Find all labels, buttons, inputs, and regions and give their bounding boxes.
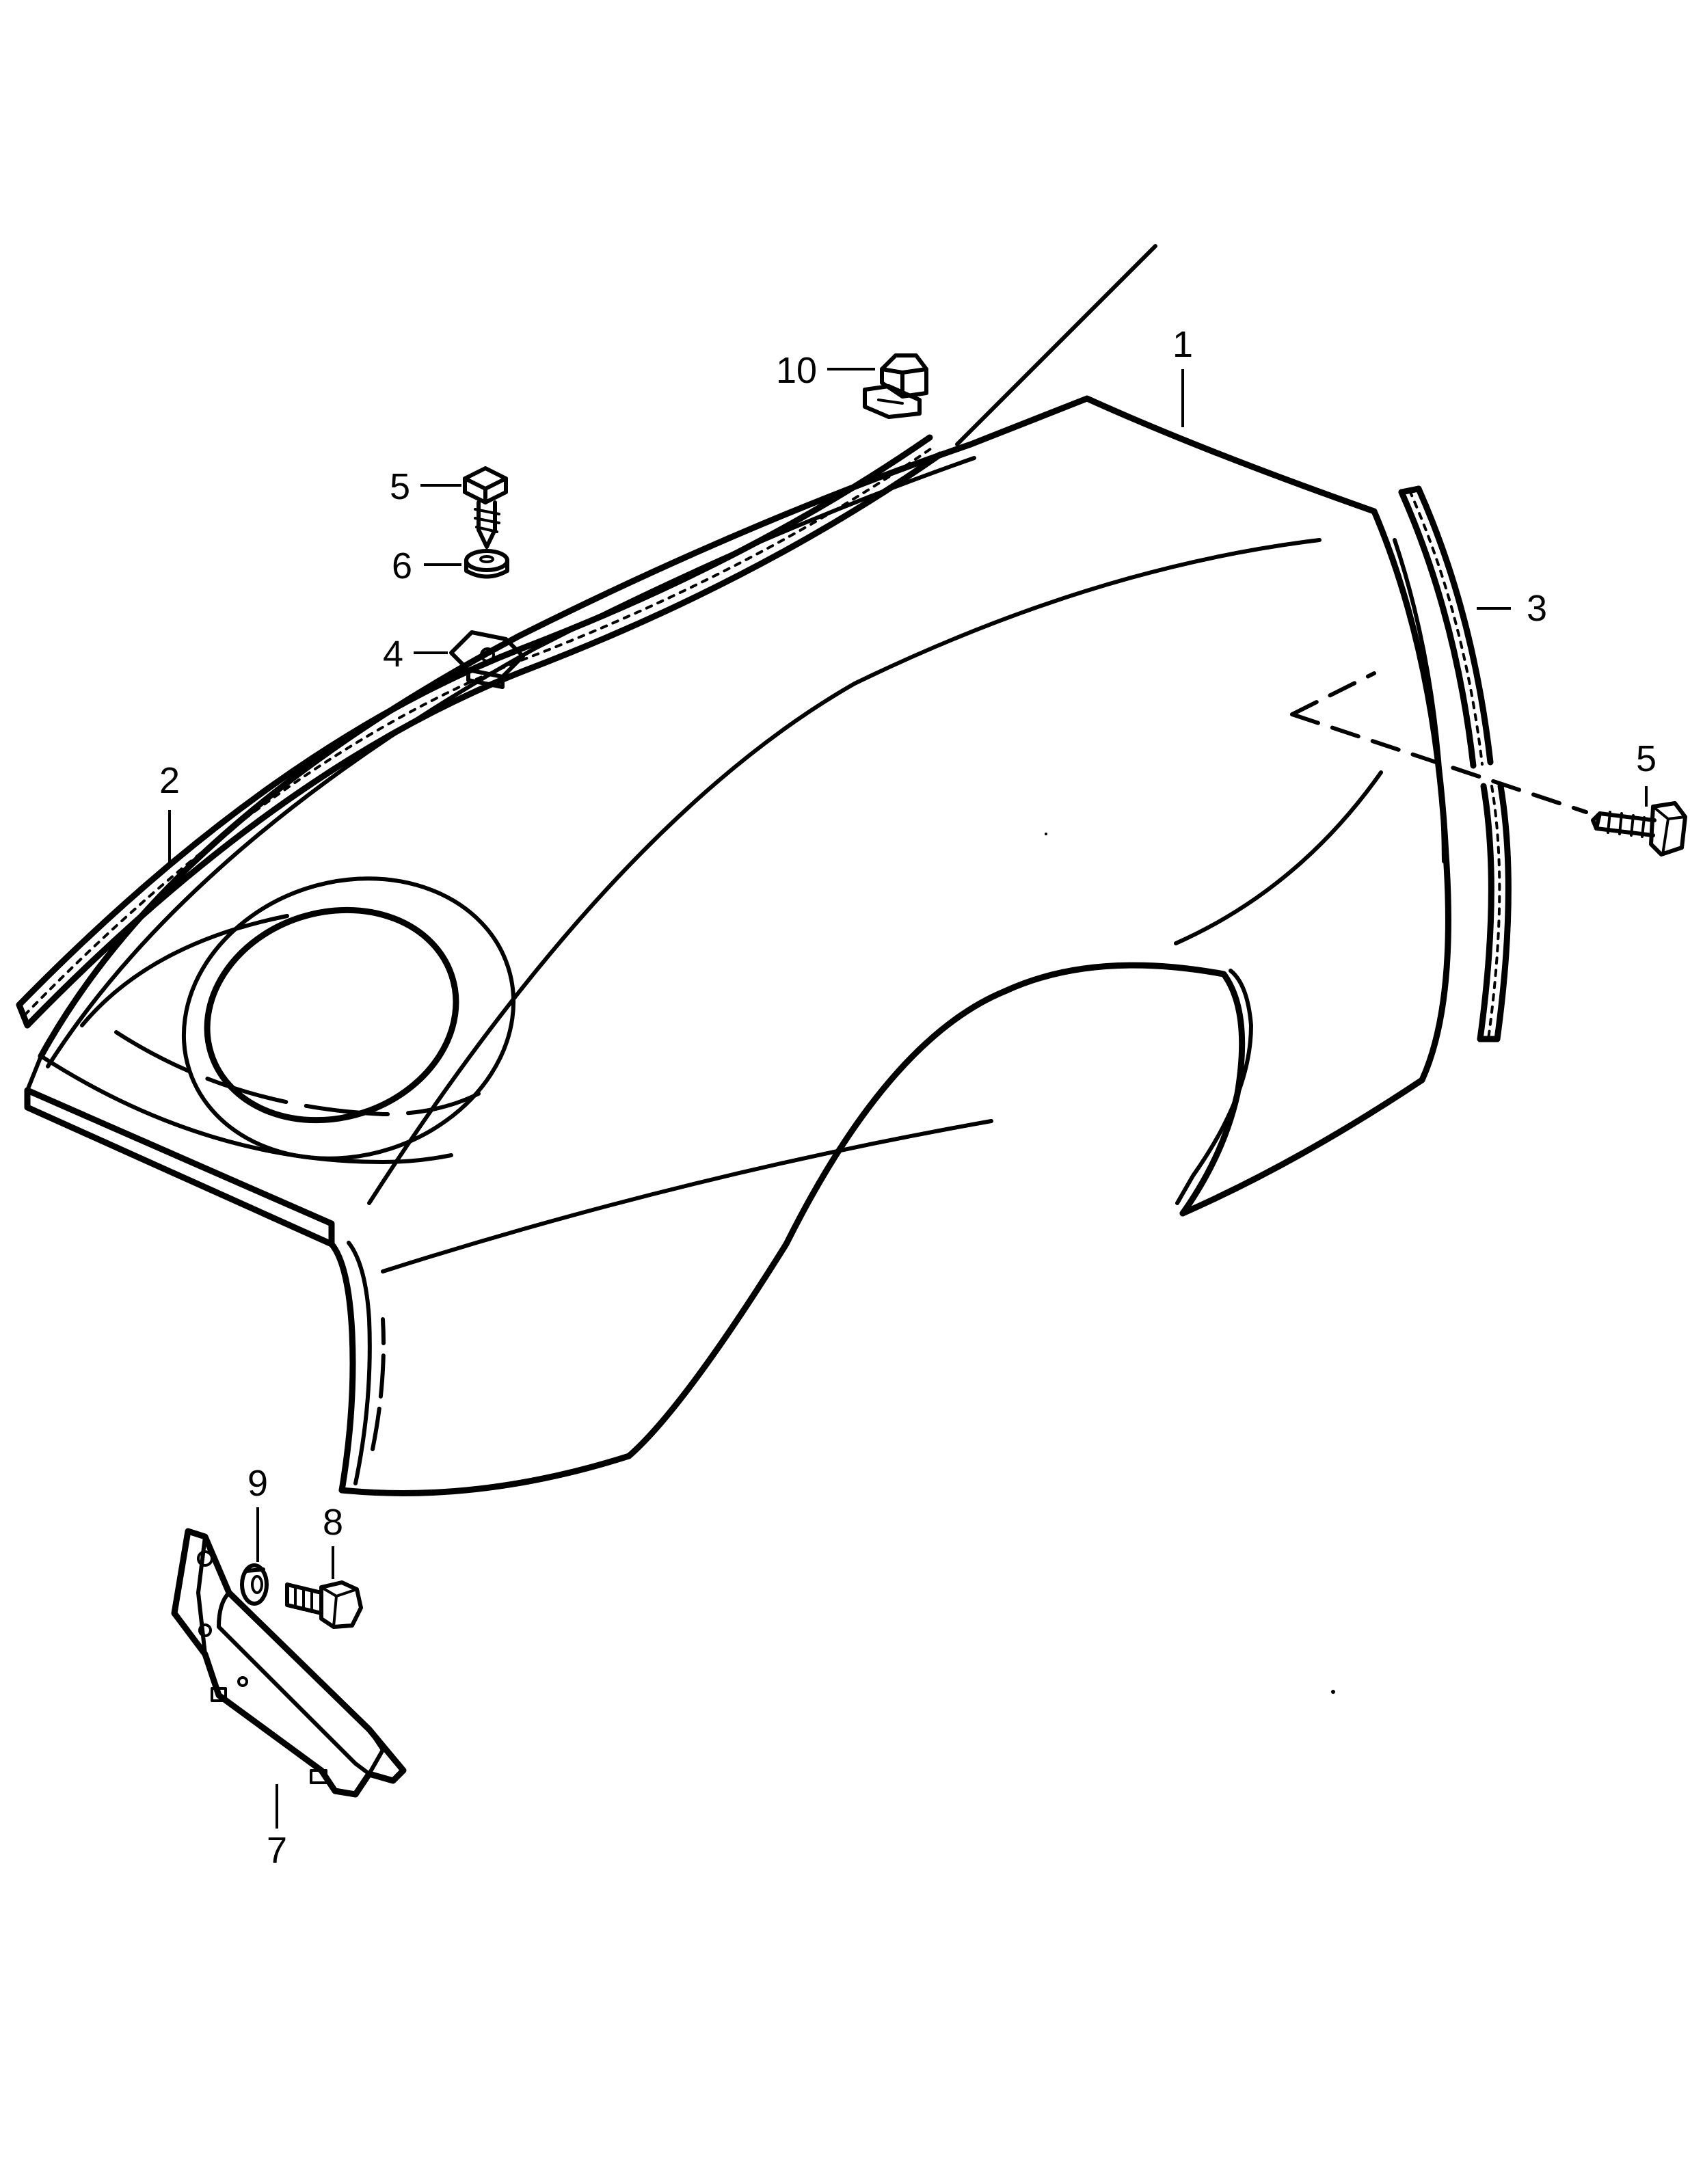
seal-strip-rear: [1398, 485, 1512, 1042]
lock-washer-part: [240, 1563, 269, 1606]
bracket-part: [171, 1528, 407, 1798]
clip-part: [863, 353, 928, 419]
callout-label-5b: 5: [1636, 738, 1657, 779]
scan-specks: [1045, 833, 1335, 1694]
seal-strip-top: [16, 434, 943, 1029]
fender-panel: [24, 244, 1451, 1496]
callout-label-1: 1: [1172, 324, 1193, 365]
callout-label-7: 7: [267, 1830, 287, 1871]
callout-label-10: 10: [776, 350, 817, 391]
callout-label-3: 3: [1527, 588, 1547, 629]
screw-part-side: [1591, 801, 1687, 857]
callout-labels: 1 2 3 4 5 5 6 7 8 9 10: [159, 324, 1657, 1871]
clip-plate-part: [449, 630, 525, 689]
callout-label-9: 9: [247, 1463, 268, 1504]
washer-part-top: [464, 549, 509, 579]
callout-label-6: 6: [392, 545, 412, 587]
installation-line: [1290, 671, 1588, 814]
bolt-part: [285, 1580, 363, 1629]
callout-leaders: [168, 368, 1648, 1829]
callout-label-8: 8: [323, 1502, 343, 1543]
callout-label-2: 2: [159, 760, 180, 801]
callout-label-4: 4: [383, 634, 403, 675]
screw-part-top: [463, 466, 508, 549]
callout-label-5a: 5: [390, 466, 410, 507]
